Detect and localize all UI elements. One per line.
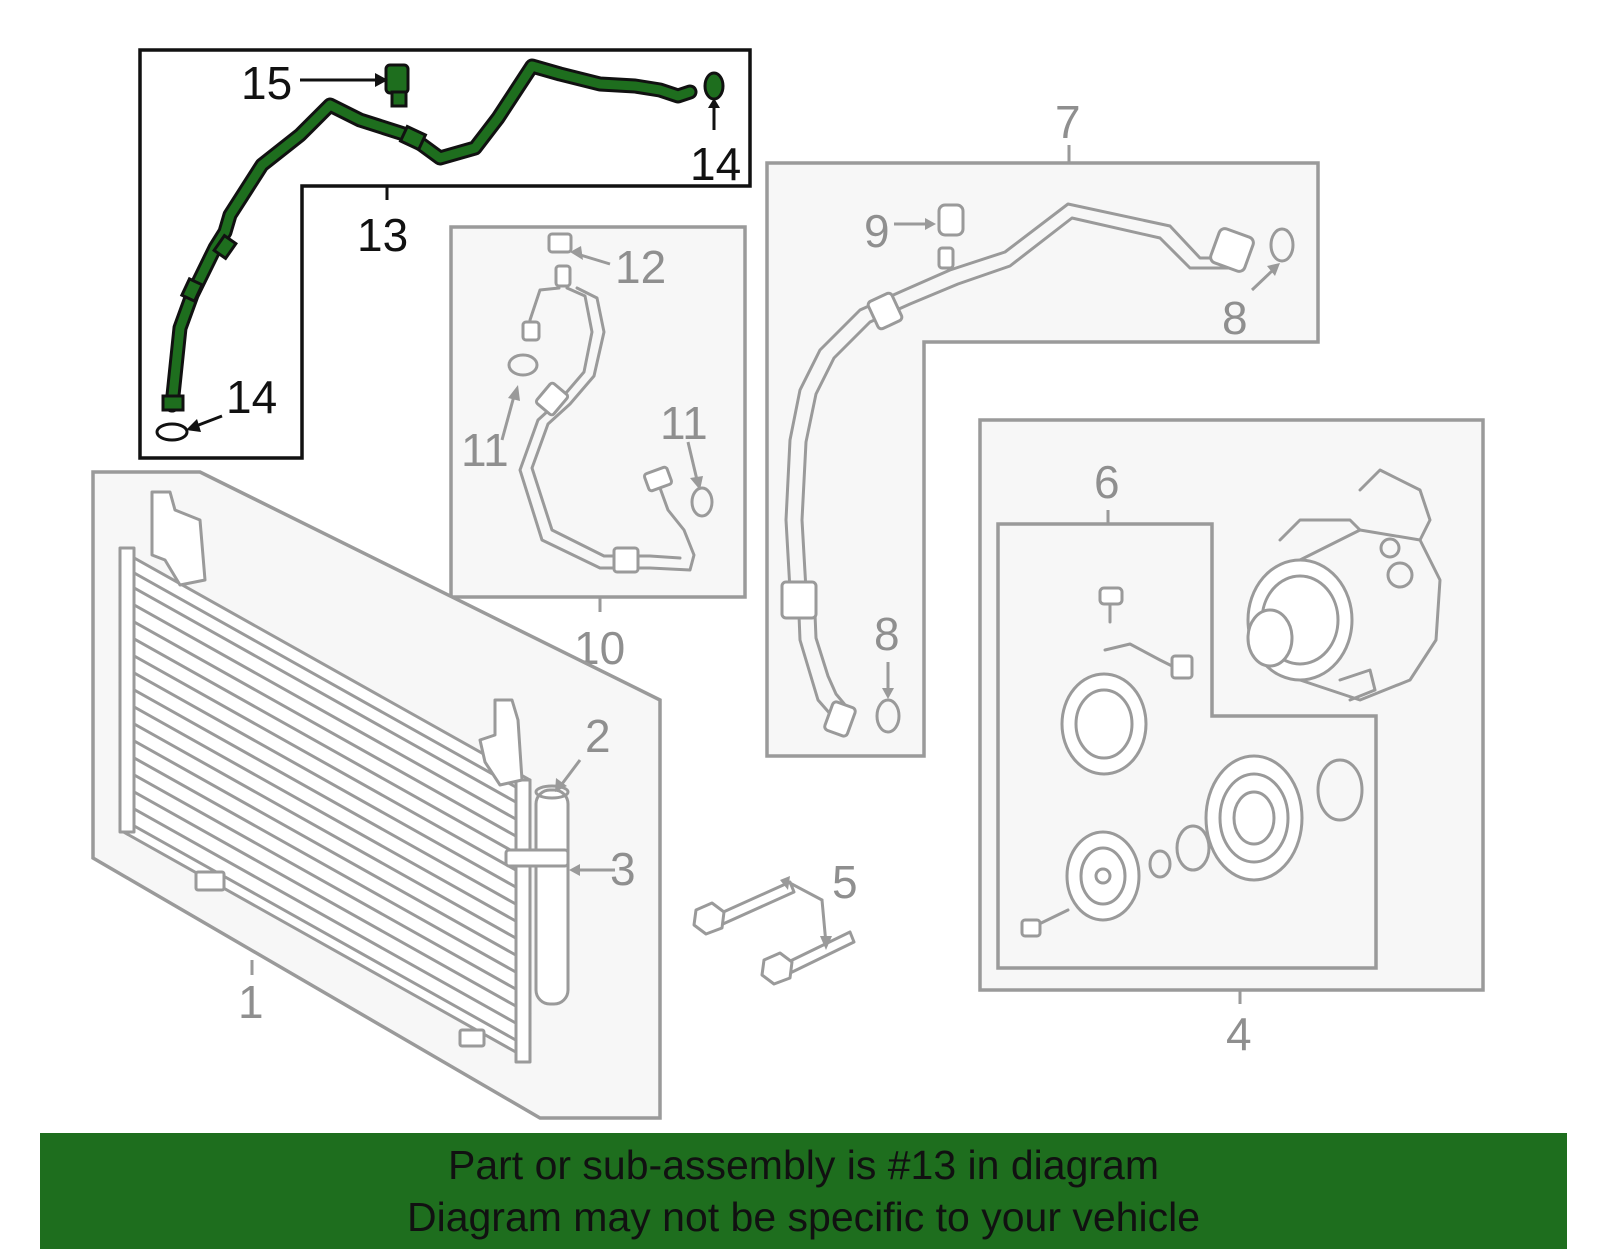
callout-2: 2 [585, 710, 611, 762]
ac-clutch-parts[interactable] [1020, 586, 1364, 938]
ac-compressor[interactable] [1246, 468, 1442, 702]
bolts-5[interactable]: 5 [692, 856, 858, 986]
callout-7: 7 [1055, 96, 1081, 148]
panel-7[interactable]: 7 9 8 8 [765, 96, 1320, 758]
callout-14-top: 14 [690, 138, 741, 190]
panel-13[interactable]: 15 14 14 13 [138, 48, 752, 460]
callout-6: 6 [1094, 456, 1120, 508]
callout-1: 1 [238, 976, 264, 1028]
callout-4: 4 [1226, 1008, 1252, 1060]
callout-11-right: 11 [660, 397, 708, 449]
callout-15: 15 [241, 57, 292, 109]
callout-5: 5 [832, 856, 858, 908]
info-banner: Part or sub-assembly is #13 in diagram D… [40, 1133, 1567, 1249]
callout-8-top: 8 [1222, 292, 1248, 344]
panel-1[interactable]: 1 2 3 [91, 470, 662, 1120]
callout-12: 12 [615, 241, 666, 293]
banner-line-1: Part or sub-assembly is #13 in diagram [448, 1142, 1159, 1188]
callout-14-bottom: 14 [226, 371, 277, 423]
o-ring-14-bottom[interactable] [155, 422, 189, 442]
callout-11-left: 11 [461, 424, 509, 476]
callout-9: 9 [864, 205, 890, 257]
callout-8-bottom: 8 [874, 608, 900, 660]
callout-3: 3 [610, 843, 636, 895]
receiver-drier[interactable] [504, 784, 570, 1006]
banner-line-2: Diagram may not be specific to your vehi… [406, 1194, 1200, 1240]
pressure-sensor-15[interactable] [384, 63, 410, 108]
panel-4[interactable]: 6 4 [978, 418, 1485, 1060]
panel-10[interactable]: 12 11 11 10 [449, 225, 747, 674]
o-ring-14-top[interactable] [703, 71, 725, 101]
callout-13: 13 [357, 209, 408, 261]
condenser[interactable] [118, 490, 532, 1064]
